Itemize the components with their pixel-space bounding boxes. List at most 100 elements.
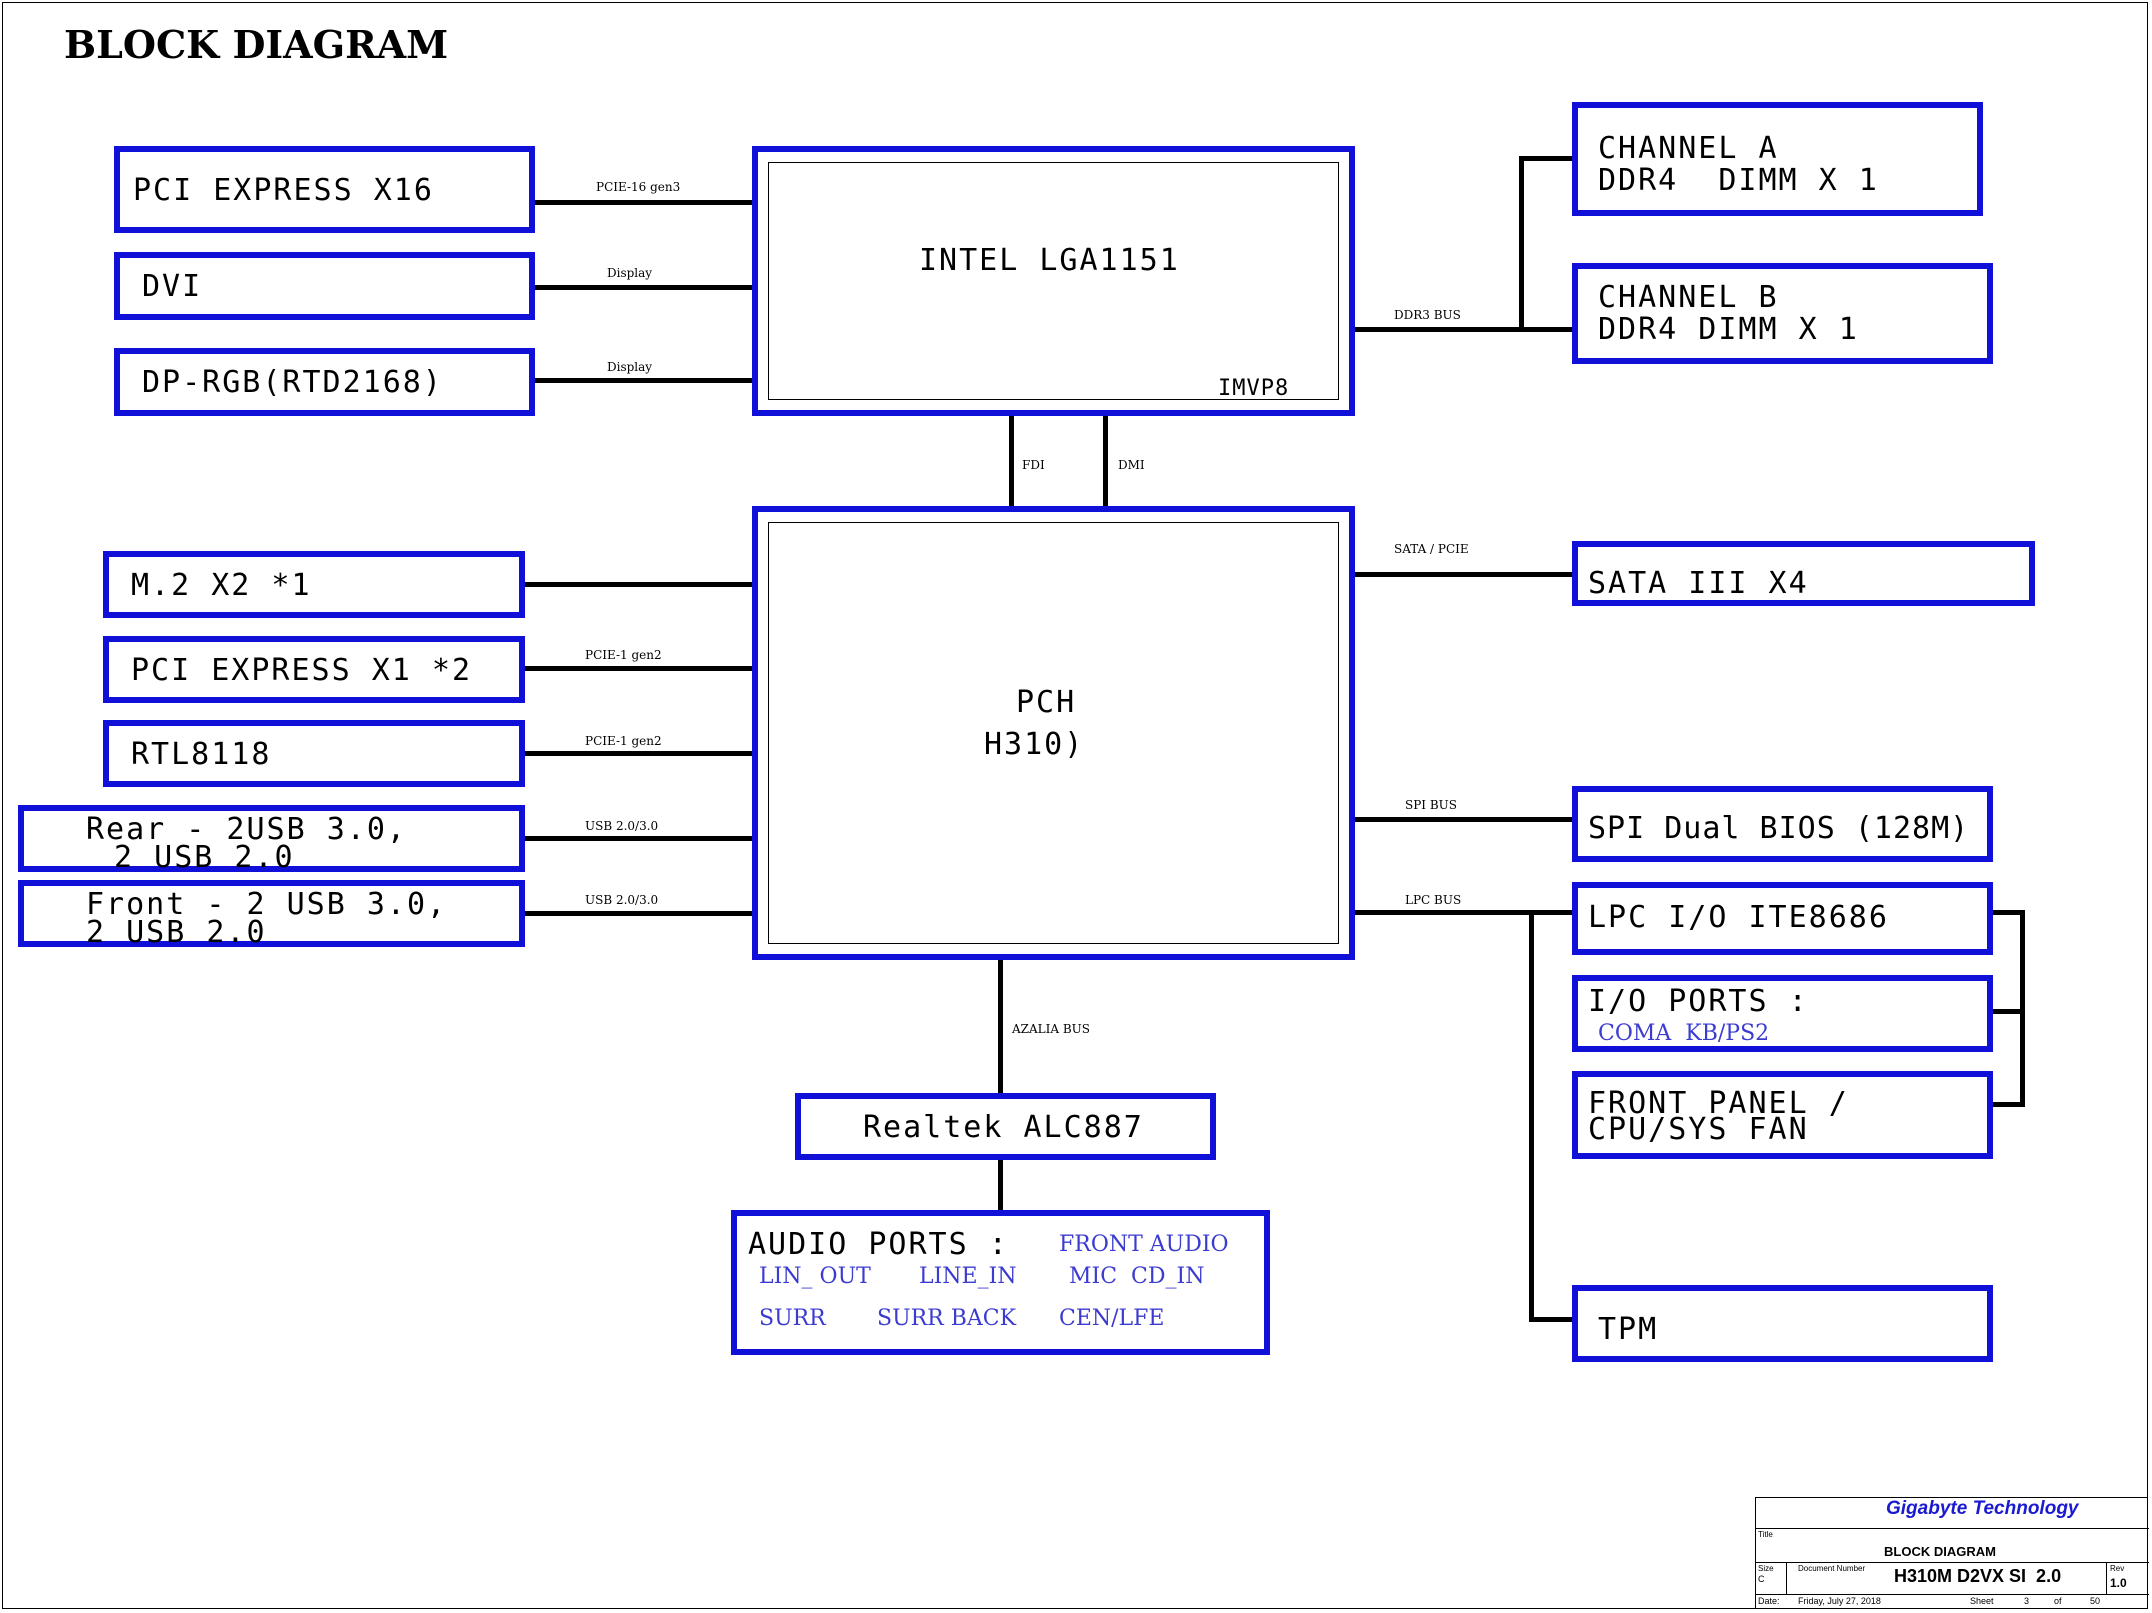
dp-rgb-label: DP-RGB(RTD2168) — [142, 365, 443, 400]
channel-b-block: CHANNEL B DDR4 DIMM X 1 — [1572, 263, 1993, 364]
lpc-io-block: LPC I/O ITE8686 — [1572, 882, 1993, 955]
title-block: Gigabyte Technology Title BLOCK DIAGRAM … — [1755, 1497, 2149, 1609]
channel-a-dimm-label: DDR4 DIMM X 1 — [1598, 163, 1879, 198]
pcie-x16-label: PCI EXPRESS X16 — [133, 173, 434, 208]
channel-a-block: CHANNEL A DDR4 DIMM X 1 — [1572, 102, 1983, 216]
cpu-inner-frame — [768, 162, 1339, 400]
m2-block: M.2 X2 *1 — [103, 551, 525, 618]
title-block-divider-3 — [1756, 1594, 2149, 1595]
bus-label-lpc: LPC BUS — [1405, 893, 1462, 907]
bus-label-azalia: AZALIA BUS — [1012, 1022, 1091, 1036]
sheet-total: 50 — [2090, 1596, 2101, 1606]
wire-lpc-io-right — [1990, 910, 2025, 915]
front-panel-block: FRONT PANEL / CPU/SYS FAN — [1572, 1071, 1993, 1159]
audio-ports-label: AUDIO PORTS : — [748, 1227, 1009, 1262]
page-title: BLOCK DIAGRAM — [64, 22, 449, 67]
bus-label-usb-rear: USB 2.0/3.0 — [585, 819, 659, 833]
title-block-vline-1 — [1786, 1562, 1787, 1594]
size-caption: Size — [1758, 1564, 1774, 1573]
audio-port-front: FRONT AUDIO — [1059, 1232, 1229, 1257]
bus-label-dvi: Display — [607, 266, 653, 280]
fan-label: CPU/SYS FAN — [1588, 1112, 1809, 1147]
codec-block: Realtek ALC887 — [795, 1093, 1216, 1160]
title-block-divider-2 — [1756, 1562, 2149, 1563]
wire-pcie1 — [522, 666, 754, 671]
usb-rear-block: Rear - 2USB 3.0, 2 USB 2.0 — [18, 805, 525, 873]
pcie-x1-label: PCI EXPRESS X1 *2 — [131, 653, 473, 688]
m2-label: M.2 X2 *1 — [131, 568, 312, 603]
wire-spi — [1352, 817, 1576, 822]
wire-io-bus-vertical — [2020, 910, 2025, 1107]
wire-codec-audio — [998, 1158, 1003, 1214]
usb-front-block: Front - 2 USB 3.0, 2 USB 2.0 — [18, 880, 525, 950]
wire-ddr-vertical — [1519, 156, 1524, 332]
wire-front-panel — [1990, 1102, 2025, 1107]
doc-number: H310M D2VX SI 2.0 — [1894, 1566, 2062, 1586]
wire-tpm — [1529, 1317, 1576, 1322]
spi-bios-block: SPI Dual BIOS (128M) — [1572, 786, 1993, 862]
date-value: Friday, July 27, 2018 — [1798, 1596, 1881, 1606]
bus-label-fdi: FDI — [1022, 458, 1045, 472]
wire-dp — [532, 378, 754, 383]
audio-port-surr-back: SURR BACK — [877, 1306, 1017, 1331]
channel-b-dimm-label: DDR4 DIMM X 1 — [1598, 312, 1859, 347]
wire-io-ports — [1990, 1009, 2025, 1014]
wire-usb-rear — [522, 836, 754, 841]
size-value: C — [1758, 1574, 1765, 1584]
bus-label-ddr: DDR3 BUS — [1394, 308, 1461, 322]
spi-bios-label: SPI Dual BIOS (128M) — [1588, 811, 1970, 846]
codec-label: Realtek ALC887 — [863, 1110, 1144, 1145]
wire-m2 — [522, 582, 754, 587]
audio-port-mic-cd: MIC CD_IN — [1069, 1264, 1205, 1289]
usb-front-label-line2: 2 USB 2.0 — [86, 915, 267, 950]
bus-label-pcie1-b: PCIE-1 gen2 — [585, 734, 662, 748]
date-caption: Date: — [1758, 1596, 1780, 1606]
bus-label-dp: Display — [607, 360, 653, 374]
tpm-label: TPM — [1598, 1312, 1659, 1347]
wire-dvi — [532, 285, 754, 290]
wire-rtl — [522, 751, 754, 756]
bus-label-sata: SATA / PCIE — [1394, 542, 1469, 556]
bus-label-usb-front: USB 2.0/3.0 — [585, 893, 659, 907]
channel-b-label: CHANNEL B — [1598, 280, 1779, 315]
pch-block: PCH H310) — [752, 506, 1355, 960]
wire-pcie16 — [532, 200, 754, 205]
front-panel-label: FRONT PANEL / — [1588, 1086, 1849, 1121]
audio-port-line-in: LINE_IN — [919, 1264, 1017, 1289]
rtl8118-label: RTL8118 — [131, 737, 272, 772]
wire-lpc-vertical — [1529, 910, 1534, 1322]
sheet-caption: Sheet — [1970, 1596, 1994, 1606]
company-name: Gigabyte Technology — [1886, 1498, 2079, 1519]
lpc-io-label: LPC I/O ITE8686 — [1588, 900, 1889, 935]
wire-usb-front — [522, 911, 754, 916]
doc-caption: Document Number — [1798, 1564, 1866, 1573]
title-caption: Title — [1758, 1530, 1773, 1539]
wire-sata — [1352, 572, 1576, 577]
io-ports-items: COMA KB/PS2 — [1598, 1021, 1770, 1046]
io-ports-block: I/O PORTS : COMA KB/PS2 — [1572, 975, 1993, 1052]
sata-block: SATA III X4 — [1572, 541, 2035, 606]
sata-label: SATA III X4 — [1588, 566, 1809, 601]
pch-inner-frame — [768, 522, 1339, 944]
dvi-block: DVI — [114, 252, 535, 320]
dp-rgb-block: DP-RGB(RTD2168) — [114, 348, 535, 416]
sheet-number: 3 — [2024, 1596, 2030, 1606]
pcie-x16-block: PCI EXPRESS X16 — [114, 146, 535, 233]
wire-dmi — [1103, 416, 1108, 508]
dvi-label: DVI — [142, 269, 203, 304]
rtl8118-block: RTL8118 — [103, 720, 525, 787]
wire-ddr-a — [1519, 156, 1576, 161]
bus-label-pcie1-a: PCIE-1 gen2 — [585, 648, 662, 662]
audio-port-cen-lfe: CEN/LFE — [1059, 1306, 1165, 1331]
wire-lpc — [1352, 910, 1576, 915]
wire-azalia — [998, 958, 1003, 1096]
usb-rear-label-line1: Rear - 2USB 3.0, — [86, 812, 407, 847]
title-block-title: BLOCK DIAGRAM — [1884, 1544, 1996, 1559]
bus-label-dmi: DMI — [1118, 458, 1145, 472]
pch-label: PCH — [1016, 685, 1077, 720]
usb-front-label-line1: Front - 2 USB 3.0, — [86, 887, 448, 922]
audio-port-line-out: LIN_ OUT — [759, 1264, 871, 1289]
io-ports-label: I/O PORTS : — [1588, 984, 1809, 1019]
